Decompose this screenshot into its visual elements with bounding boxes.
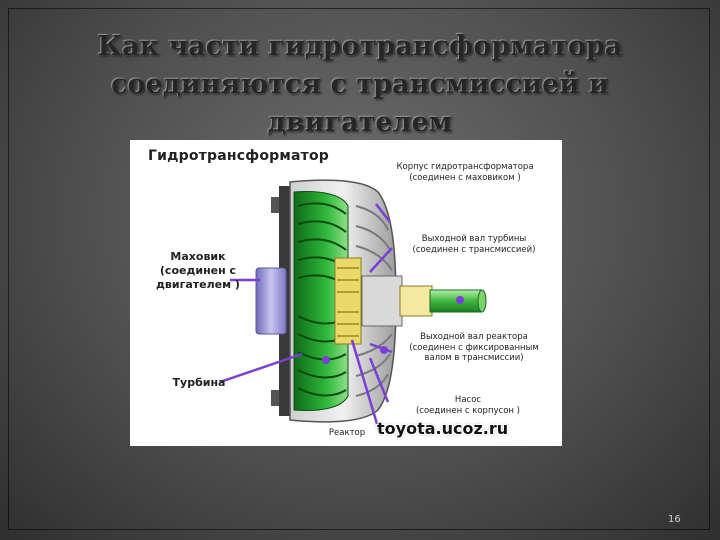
bolt-icon xyxy=(271,197,280,213)
label-flywheel-line-3: двигателем ) xyxy=(156,277,240,291)
label-turbine-shaft-line-2: (соединен с трансмиссией) xyxy=(412,244,536,255)
pump-marker xyxy=(380,346,388,354)
reactor-stator xyxy=(334,257,362,345)
label-flywheel: Маховик (соединен с двигателем ) xyxy=(142,250,254,291)
pump-vanes xyxy=(355,205,393,397)
reactor-shaft xyxy=(399,285,433,317)
reactor-blades xyxy=(337,267,359,337)
label-flywheel-line-2: (соединен с xyxy=(159,263,237,277)
figure-heading: Гидротрансформатор xyxy=(148,148,330,164)
torque-converter-figure: Гидротрансформатор Корпус гидротрансформ… xyxy=(130,140,562,446)
slide-title-line-2: соединяются с трансмиссией и двигателем xyxy=(111,69,609,138)
label-pump-line-1: Насос xyxy=(454,395,482,405)
label-housing-line-2: (соединен с маховиком ) xyxy=(409,172,521,183)
shaft-marker xyxy=(456,296,464,304)
label-turbine: Турбина xyxy=(172,376,226,389)
label-pump-line-2: (соединен с корпусон ) xyxy=(415,405,520,416)
label-housing: Корпус гидротрансформатора (соединен с м… xyxy=(370,162,560,183)
slide-title-line-1: Как части гидротрансформатора xyxy=(97,31,623,62)
bolt-icon xyxy=(271,390,280,406)
label-housing-line-1: Корпус гидротрансформатора xyxy=(396,162,534,172)
torque-converter-diagram xyxy=(219,179,487,435)
label-reactor-shaft-line-1: Выходной вал реактора xyxy=(420,332,528,342)
label-reactor-shaft: Выходной вал реактора (соединен с фиксир… xyxy=(386,332,562,364)
leader-arrows xyxy=(219,203,393,435)
turbine-output-shaft xyxy=(429,289,483,313)
flywheel-hub xyxy=(255,267,287,335)
label-flywheel-line-1: Маховик xyxy=(170,250,226,263)
watermark: toyota.ucoz.ru xyxy=(377,419,509,438)
slide-title: Как части гидротрансформатора соединяютс… xyxy=(20,28,700,142)
label-reactor-shaft-line-3: валом в трансмиссии) xyxy=(424,353,524,364)
page-number: 16 xyxy=(668,514,681,525)
label-reactor: Реактор xyxy=(328,428,366,438)
turbine-marker xyxy=(322,356,330,364)
hub xyxy=(361,275,403,327)
turbine-blades xyxy=(297,202,347,397)
shaft-end xyxy=(477,289,487,313)
label-reactor-shaft-line-2: (соединен с фиксированным xyxy=(409,342,539,353)
label-pump: Насос (соединен с корпусон ) xyxy=(388,395,548,416)
label-turbine-shaft: Выходной вал турбины (соединен с трансми… xyxy=(386,234,562,255)
label-turbine-shaft-line-1: Выходной вал турбины xyxy=(421,234,527,244)
